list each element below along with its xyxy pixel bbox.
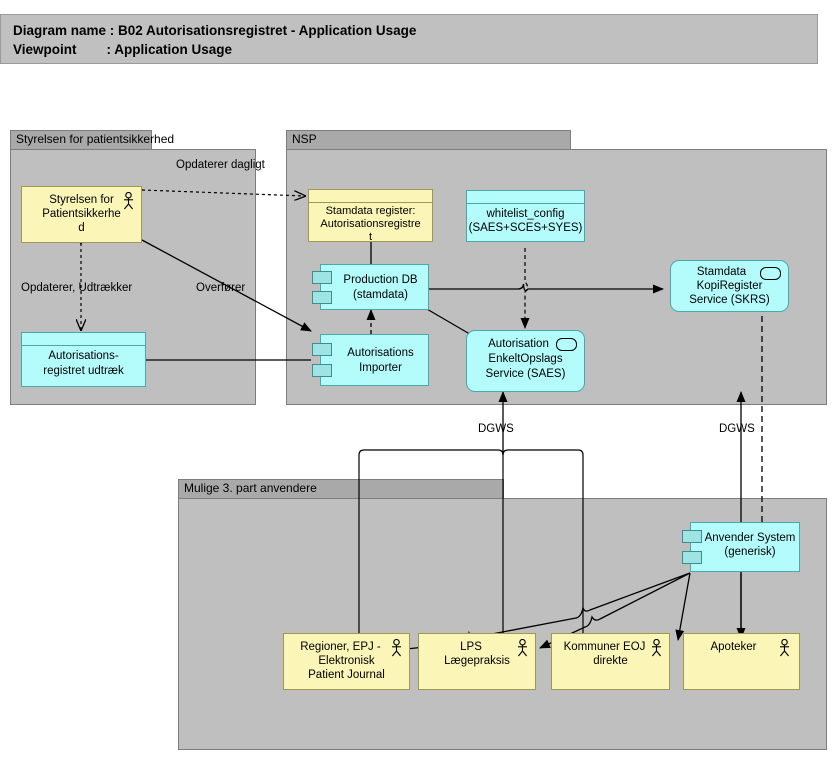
node-label-line: registret udtræk: [43, 365, 124, 377]
node-label-line: whitelist_config: [486, 208, 565, 220]
connector-label-overfoerer: Overfører: [196, 282, 246, 294]
node-label-line: Service (SAES): [485, 368, 566, 380]
group-tab-nsp: [286, 130, 571, 149]
node-stamdata-register-autorisationsregistret[interactable]: Stamdata register: Autorisationsregistre…: [308, 189, 433, 243]
node-autorisations-importer[interactable]: Autorisations Importer: [312, 334, 429, 386]
node-label-line: d: [78, 222, 85, 234]
connector-label-dgws-right: DGWS: [719, 423, 755, 435]
node-label-line: (stamdata): [353, 289, 408, 301]
node-label-line: LPS: [460, 641, 482, 653]
component-icon-tab-top: [312, 343, 332, 356]
actor-icon: [651, 639, 662, 657]
node-label-line: Autorisations-: [48, 350, 119, 362]
node-label-line: (SAES+SCES+SYES): [468, 222, 583, 234]
node-saes-service[interactable]: Autorisation EnkeltOpslags Service (SAES…: [466, 330, 585, 392]
node-label-line: Autorisationsregistre: [320, 218, 421, 230]
node-label-line: Importer: [359, 362, 402, 374]
component-icon-tab-top: [312, 271, 332, 284]
component-icon-tab-bottom: [312, 291, 332, 304]
service-oval-icon: [760, 267, 781, 280]
group-tab-tredjepart: [178, 479, 504, 498]
node-label-line: Apoteker: [710, 641, 757, 653]
node-label-line: Elektronisk: [318, 655, 375, 667]
node-label-line: Patient Journal: [308, 669, 385, 681]
component-icon-tab-bottom: [682, 551, 702, 564]
node-label-line: Kommuner EOJ: [563, 641, 646, 653]
node-label-line: Production DB: [343, 274, 418, 286]
actor-icon: [517, 639, 528, 657]
node-whitelist-config[interactable]: whitelist_config (SAES+SCES+SYES): [466, 190, 585, 242]
node-label-line: Stamdata register:: [325, 205, 416, 217]
connector-label-dgws-left: DGWS: [478, 423, 514, 435]
actor-icon: [391, 639, 402, 657]
node-label-line: KopiRegister: [696, 280, 763, 292]
connector-label-opdaterer-udtraekker: Opdaterer, Udtrækker: [21, 282, 133, 294]
node-label-line: Lægepraksis: [444, 655, 510, 667]
node-label-line: Regioner, EPJ -: [300, 641, 381, 653]
node-anvender-system[interactable]: Anvender System (generisk): [682, 522, 800, 572]
node-skrs-service[interactable]: Stamdata KopiRegister Service (SKRS): [670, 260, 789, 312]
component-icon-tab-top: [682, 530, 702, 543]
node-label-line: Service (SKRS): [689, 294, 770, 306]
service-oval-icon: [556, 338, 577, 351]
node-label-line: direkte: [593, 655, 628, 667]
diagram-name-line: Diagram name : B02 Autorisationsregistre…: [13, 23, 417, 38]
group-mulige-3-part-anvendere[interactable]: Mulige 3. part anvendere: [178, 479, 827, 750]
node-label-line: Autorisation: [488, 338, 549, 350]
node-lps-laegepraksis[interactable]: LPS Lægepraksis: [418, 633, 536, 690]
node-regioner-epj[interactable]: Regioner, EPJ - Elektronisk Patient Jour…: [283, 633, 410, 690]
connector-label-opdaterer-dagligt: Opdaterer dagligt: [176, 159, 265, 171]
node-label-line: t: [368, 231, 373, 243]
diagram-title-bar: Diagram name : B02 Autorisationsregistre…: [0, 14, 818, 64]
dataobj-divider: [22, 345, 145, 346]
node-label-line: Stamdata: [696, 266, 747, 278]
node-kommuner-eoj-direkte[interactable]: Kommuner EOJ direkte: [551, 633, 670, 690]
node-label-line: Autorisations: [347, 347, 414, 359]
node-autorisationsregistret-udtraek[interactable]: Autorisations- registret udtræk: [21, 332, 146, 387]
node-styrelsen-for-patientsikkerhed[interactable]: Styrelsen for Patientsikkerhe d: [21, 186, 142, 243]
node-label-line: Anvender System: [704, 532, 796, 544]
node-label-line: EnkeltOpslags: [488, 353, 563, 365]
node-apoteker[interactable]: Apoteker: [683, 633, 800, 690]
actor-icon: [779, 639, 790, 657]
node-label-line: Patientsikkerhe: [42, 208, 121, 220]
group-tab-styrelsen: [10, 130, 152, 149]
node-label-line: Styrelsen for: [49, 194, 114, 206]
dataobj-divider: [309, 202, 432, 203]
dataobj-divider: [467, 203, 584, 204]
actor-icon: [123, 192, 134, 210]
node-label-line: (generisk): [724, 546, 776, 558]
viewpoint-line: Viewpoint : Application Usage: [13, 42, 233, 57]
component-icon-tab-bottom: [312, 364, 332, 377]
node-production-db[interactable]: Production DB (stamdata): [312, 264, 429, 310]
